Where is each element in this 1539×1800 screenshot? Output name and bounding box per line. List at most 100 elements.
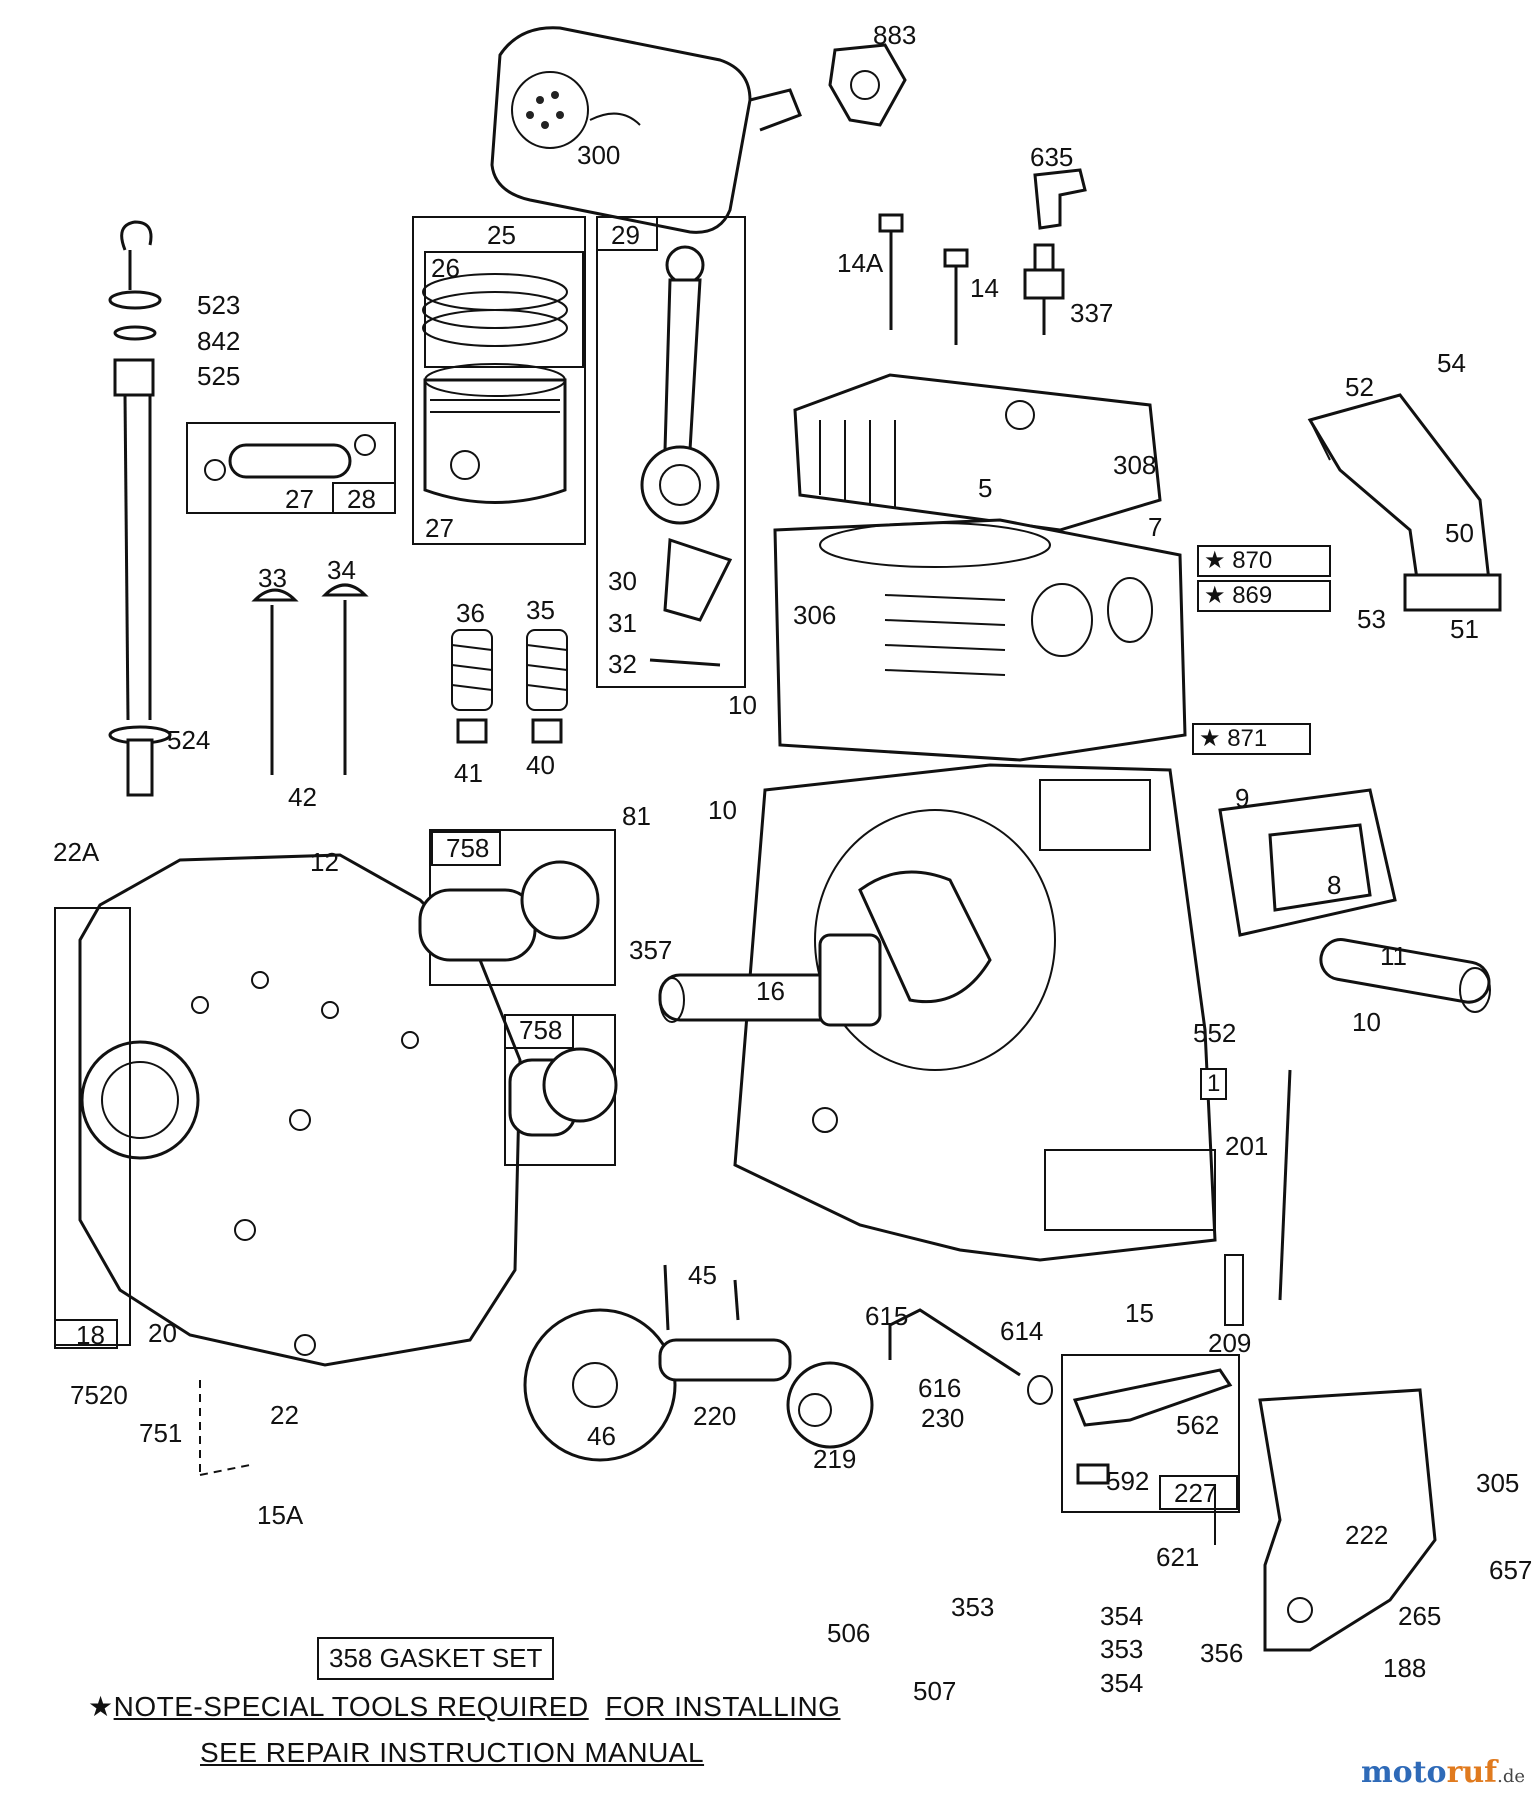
valves-drawing [251,583,369,775]
part-label-188: 188 [1383,1653,1427,1683]
spark-plug-boot-drawing [1033,168,1087,230]
part-label-883: 883 [873,20,917,50]
part-label-353-mid: 353 [1100,1634,1144,1664]
part-label-12: 12 [310,847,339,877]
part-label-758-lower: 758 [519,1015,563,1045]
part-label-525: 525 [197,361,241,391]
part-label-31: 31 [608,608,637,638]
part-label-592: 592 [1106,1466,1150,1496]
part-label-523: 523 [197,290,241,320]
part-label-22A: 22A [53,837,100,867]
governor-crank-drawing [888,1308,1021,1377]
part-label-507: 507 [913,1676,957,1706]
part-label-36: 36 [456,598,485,628]
governor-gear-drawings [418,860,618,1137]
exhaust-gasket-drawing [828,43,907,127]
part-label-552: 552 [1193,1018,1237,1048]
spark-plug-drawing [1023,243,1065,335]
part-label-9: 9 [1235,783,1250,813]
part-label-46: 46 [587,1421,616,1451]
part-label-41: 41 [454,758,483,788]
part-label-50: 50 [1445,518,1474,548]
governor-spring-drawing [1224,1254,1244,1326]
part-label-32: 32 [608,649,637,679]
muffler-drawing [490,26,802,234]
governor-lever-box [1061,1354,1240,1513]
part-label-45: 45 [688,1260,717,1290]
part-label-5: 5 [978,473,993,503]
part-label-14: 14 [970,273,999,303]
part-label-305: 305 [1476,1468,1520,1498]
part-label-15: 15 [1125,1298,1154,1328]
part-label-81: 81 [622,801,651,831]
part-label-22: 22 [270,1400,299,1430]
part-label-209: 209 [1208,1328,1252,1358]
part-label-35: 35 [526,595,555,625]
part-label-621: 621 [1156,1542,1200,1572]
part-label-42: 42 [288,782,317,812]
part-label-7: 7 [1148,512,1163,542]
part-label-265: 265 [1398,1601,1442,1631]
connecting-rod-drawing [640,245,733,667]
piston-assembly-box [412,216,586,545]
part-label-34: 34 [327,555,356,585]
part-label-353-top: 353 [951,1592,995,1622]
head-bolts-drawing [878,213,969,345]
part-label-25: 25 [487,220,516,250]
part-label-1: 1 [1200,1068,1228,1100]
part-label-337: 337 [1070,298,1114,328]
part-label-10-tube: 10 [1352,1007,1381,1037]
part-label-15A: 15A [257,1500,304,1530]
part-label-20: 20 [148,1318,177,1348]
part-label-308: 308 [1113,450,1157,480]
part-label-356: 356 [1200,1638,1244,1668]
cylinder-block-drawing [773,518,1187,762]
part-label-357: 357 [629,935,673,965]
watermark-logo: motoruf.de [1360,1755,1525,1790]
special-tools-note: ★NOTE-SPECIAL TOOLS REQUIRED FOR INSTALL… [88,1691,841,1722]
part-label-201: 201 [1225,1131,1269,1161]
piston-drawing [422,273,568,504]
starred-part-870: ★ 870 [1197,545,1331,577]
breather-tube-drawing [1319,938,1491,1013]
part-label-26: 26 [431,253,460,283]
part-label-10-head: 10 [728,690,757,720]
part-label-27-piston: 27 [425,513,454,543]
part-label-10-bracket: 10 [708,795,737,825]
governor-link-drawing [1278,1069,1292,1301]
part-label-230: 230 [921,1403,965,1433]
part-label-657: 657 [1489,1555,1533,1585]
part-label-222: 222 [1345,1520,1389,1550]
part-label-354-bottom: 354 [1100,1668,1144,1698]
part-label-220: 220 [693,1401,737,1431]
gasket-set-label: 358 GASKET SET [317,1637,555,1680]
part-label-227: 227 [1174,1478,1218,1508]
part-label-615: 615 [865,1301,909,1331]
valve-springs-drawing [451,629,568,744]
part-label-40: 40 [526,750,555,780]
crankcase-drawing [733,763,1217,1262]
camshaft-gear-drawing [523,1264,792,1462]
part-label-52: 52 [1345,372,1374,402]
crankshaft-drawing [658,870,992,1027]
part-label-306: 306 [793,600,837,630]
cylinder-head-drawing [793,373,1162,532]
part-label-506: 506 [827,1618,871,1648]
crankcase-cover-drawing [78,853,522,1367]
part-label-8: 8 [1327,870,1342,900]
part-label-300: 300 [577,140,621,170]
part-label-30: 30 [608,566,637,596]
part-label-219: 219 [813,1444,857,1474]
piston-pin-box [186,422,396,514]
part-label-14A: 14A [837,248,884,278]
part-label-562: 562 [1176,1410,1220,1440]
intake-elbow-drawing [1307,393,1502,612]
breather-cover-drawing [1218,788,1397,937]
repair-manual-note: SEE REPAIR INSTRUCTION MANUAL [200,1737,705,1768]
part-label-27-pin: 27 [285,484,314,514]
part-label-614: 614 [1000,1316,1044,1346]
part-label-54: 54 [1437,348,1466,378]
cover-group-bracket [54,907,131,1346]
starred-part-869: ★ 869 [1197,580,1331,612]
dipstick-tube-drawing [108,220,172,797]
